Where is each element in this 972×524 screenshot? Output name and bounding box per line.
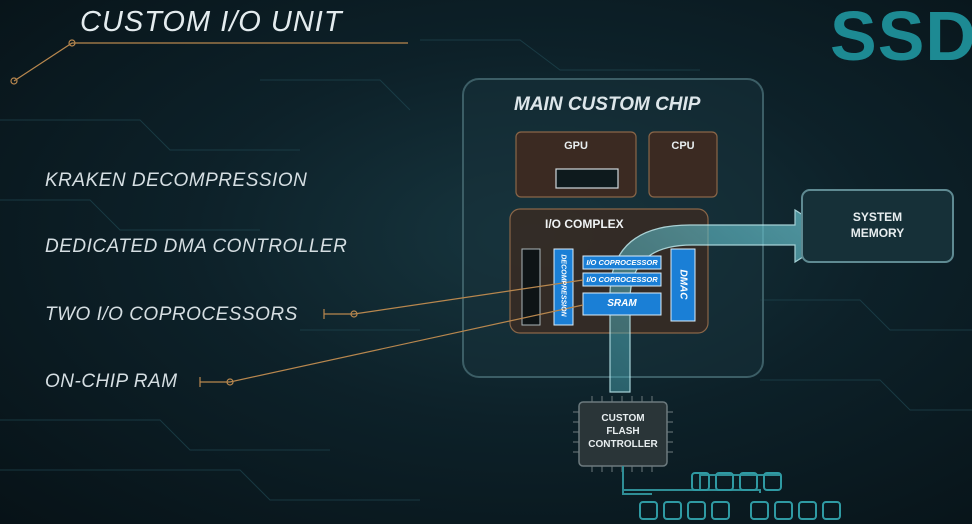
coprocessor-label-1: I/O COPROCESSOR xyxy=(586,258,658,267)
title-callout-line xyxy=(10,39,408,85)
gpu-label: GPU xyxy=(564,140,588,152)
feature-coprocessors: TWO I/O COPROCESSORS xyxy=(45,304,298,325)
sram-label: SRAM xyxy=(607,298,637,309)
page-title: CUSTOM I/O UNIT xyxy=(80,6,343,38)
gpu-inner-bar xyxy=(555,168,619,189)
coprocessor-label-2: I/O COPROCESSOR xyxy=(586,275,658,284)
flash-controller-label-line2: FLASH xyxy=(606,426,640,437)
coprocessor-unit-1 xyxy=(582,255,662,270)
circuit-background xyxy=(0,39,972,501)
feature-onchip-ram: ON-CHIP RAM xyxy=(45,371,178,392)
coprocessor-callout xyxy=(323,279,584,319)
system-memory-label-line2: MEMORY xyxy=(850,226,905,240)
flash-traces xyxy=(622,466,780,495)
decompression-label: DECOMPRESSION xyxy=(559,254,567,317)
flash-controller-label-line1: CUSTOM xyxy=(601,413,645,424)
system-memory-label-line1: SYSTEM xyxy=(852,210,903,224)
flash-chips xyxy=(639,472,841,520)
ssd-brand-label: SSD xyxy=(830,0,972,75)
feature-kraken: KRAKEN DECOMPRESSION xyxy=(45,170,308,191)
coprocessor-unit-2 xyxy=(582,272,662,287)
dmac-unit xyxy=(670,248,696,322)
decompression-unit xyxy=(553,248,574,326)
sram-unit xyxy=(582,292,662,316)
dmac-label: DMAC xyxy=(677,269,689,300)
feature-dma: DEDICATED DMA CONTROLLER xyxy=(45,236,348,257)
main-chip-title: MAIN CUSTOM CHIP xyxy=(514,94,701,115)
cpu-label: CPU xyxy=(671,140,695,152)
cpu-block xyxy=(648,131,718,198)
onchip-ram-callout xyxy=(199,304,584,387)
flash-controller-pins xyxy=(573,396,673,472)
flash-controller-label-line3: CONTROLLER xyxy=(588,439,658,450)
io-dark-slot xyxy=(521,248,541,326)
io-complex-title: I/O COMPLEX xyxy=(545,217,624,231)
system-memory-block xyxy=(801,189,954,263)
